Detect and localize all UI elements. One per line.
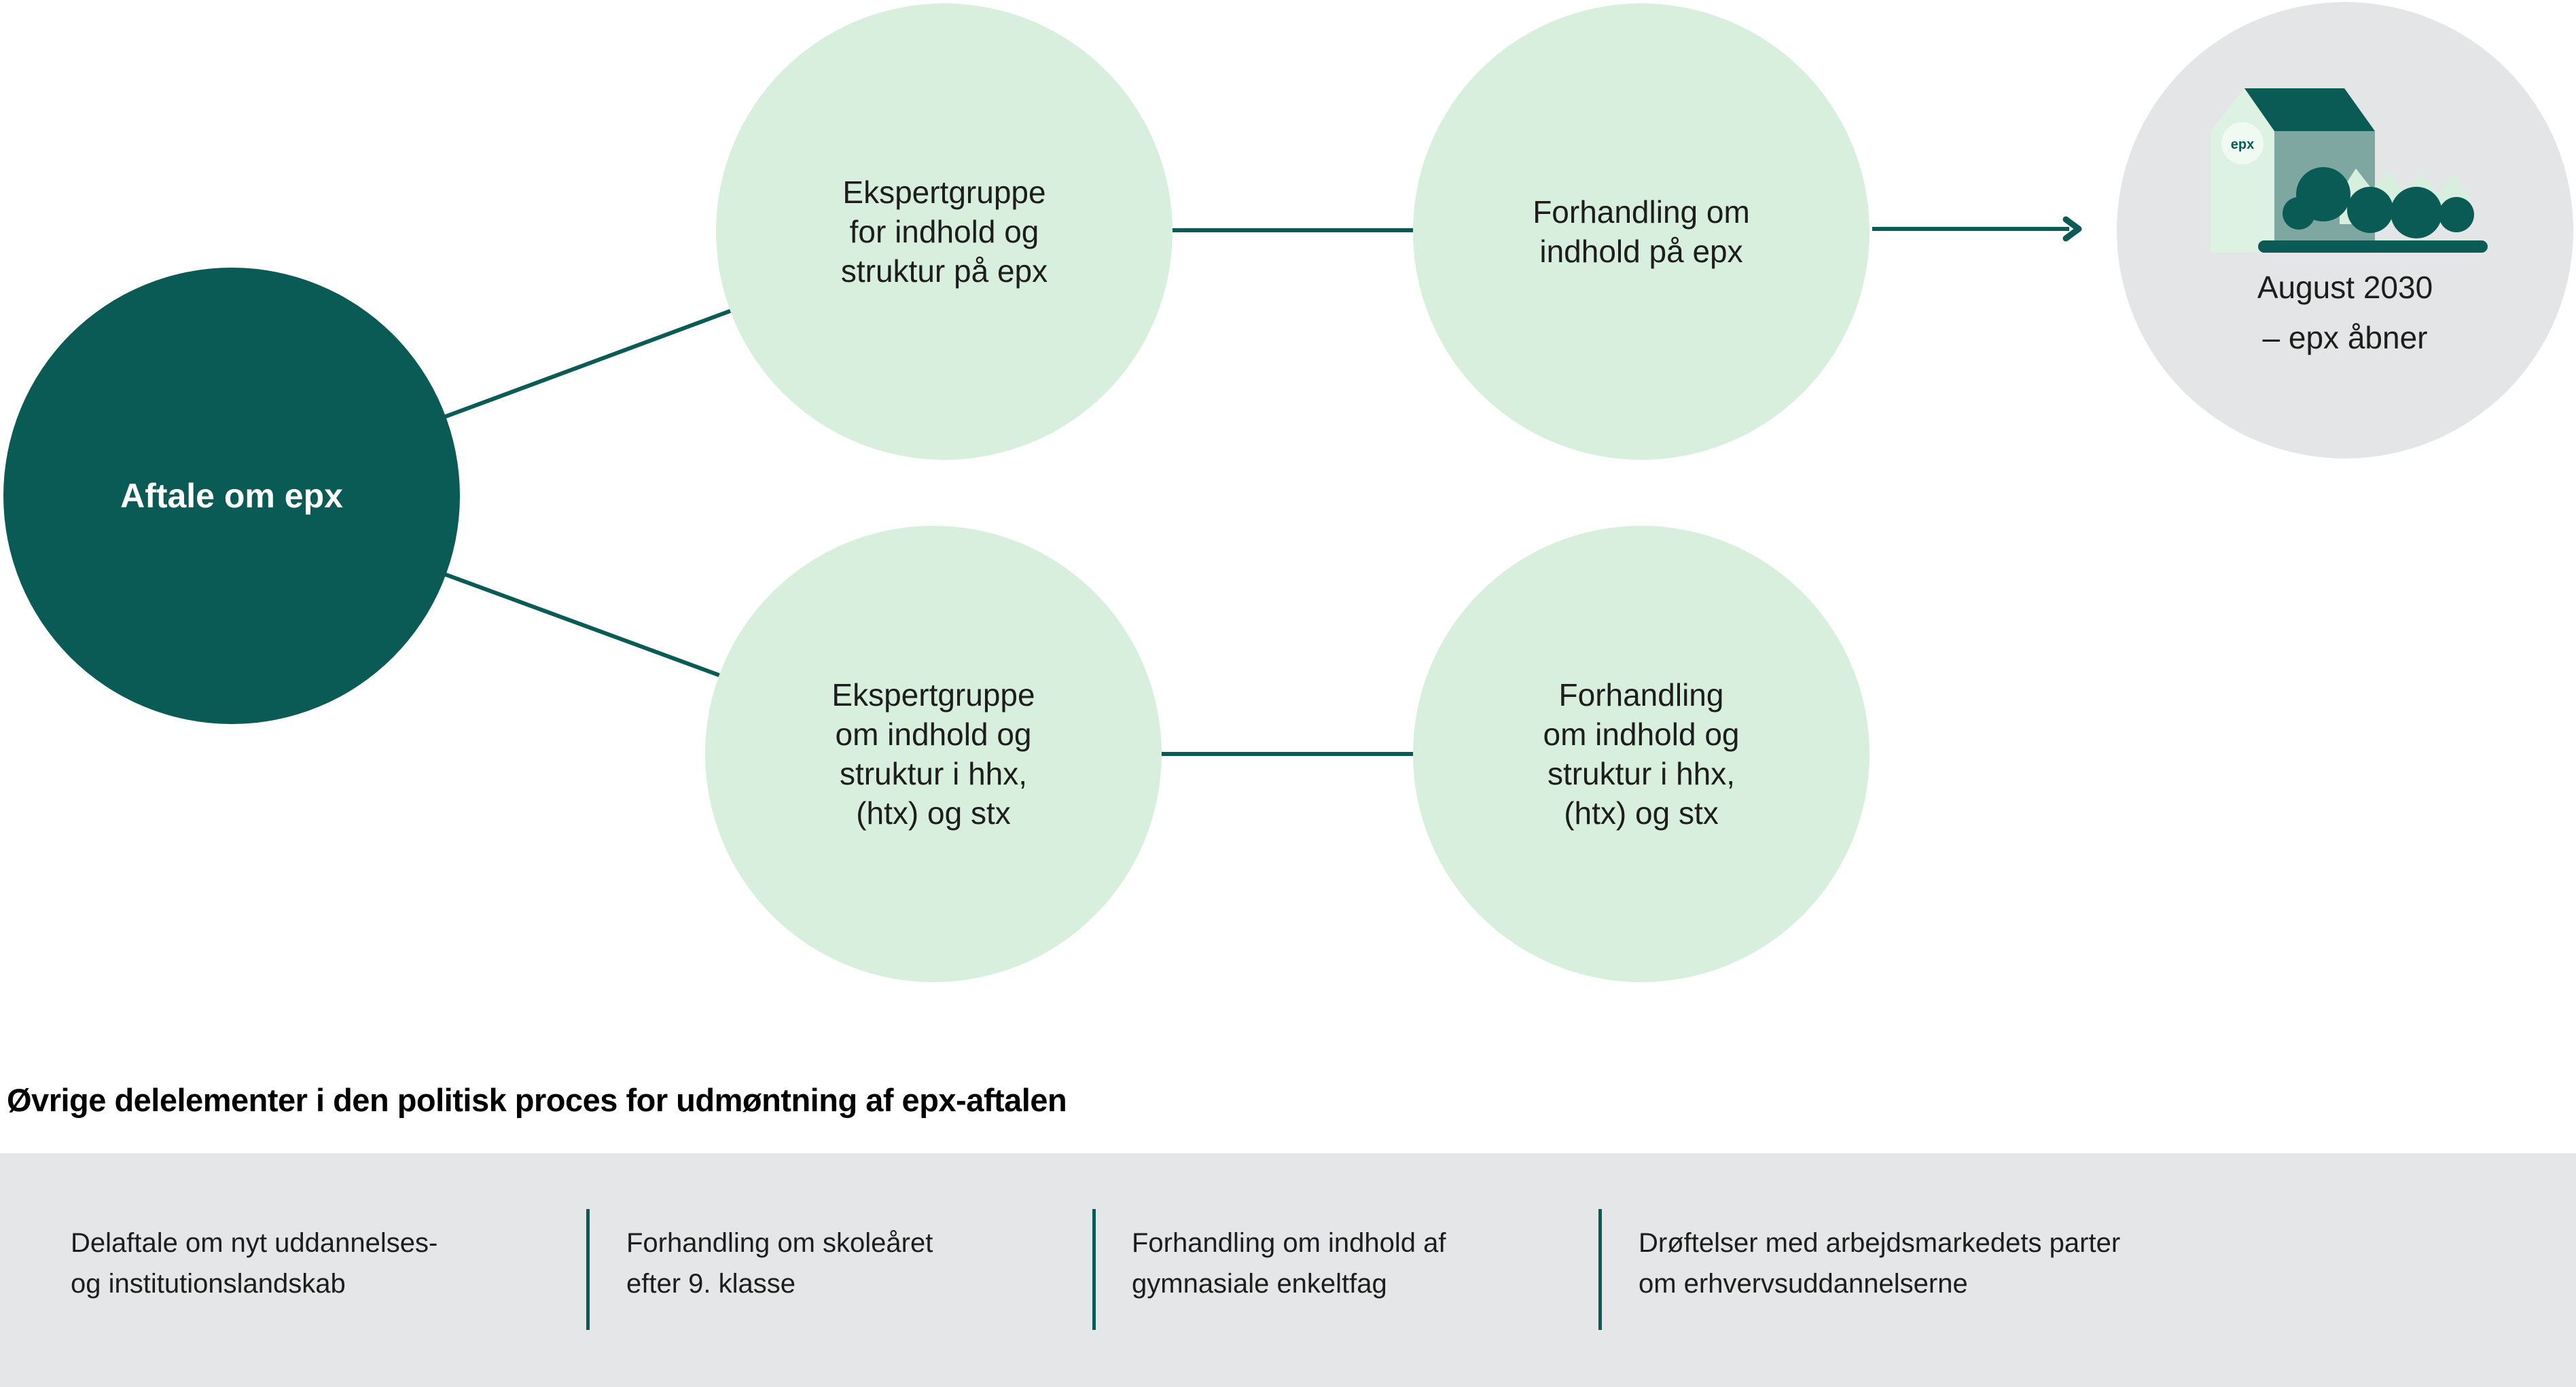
node-label: Forhandling om indhold på epx bbox=[1533, 192, 1750, 271]
node-label-line: Aftale om epx bbox=[120, 477, 343, 515]
footer-item-line: efter 9. klasse bbox=[626, 1269, 796, 1299]
footer-band: Delaftale om nyt uddannelses- og institu… bbox=[0, 1153, 2576, 1387]
footer-item: Drøftelser med arbejdsmarkedets parter o… bbox=[1639, 1223, 2120, 1304]
node-label: Aftale om epx bbox=[120, 476, 343, 516]
footer-item-line: Delaftale om nyt uddannelses- bbox=[71, 1228, 438, 1258]
footer-item-line: Drøftelser med arbejdsmarkedets parter bbox=[1639, 1228, 2121, 1258]
footer-divider bbox=[1598, 1209, 1602, 1330]
epx-badge bbox=[2221, 122, 2264, 164]
footer-item: Forhandling om skoleåret efter 9. klasse bbox=[626, 1223, 933, 1304]
building-icon: epx bbox=[2211, 88, 2488, 253]
node-label-line: Ekspertgruppe bbox=[842, 175, 1046, 210]
node-label: Ekspertgruppe for indhold og struktur på… bbox=[841, 173, 1048, 291]
epx-badge-label: epx bbox=[2231, 137, 2254, 152]
footer-item-line: Forhandling om indhold af bbox=[1132, 1228, 1446, 1258]
node-forhandling-hhx: Forhandling om indhold og struktur i hhx… bbox=[1413, 526, 1870, 982]
milestone-label-line: August 2030 bbox=[2257, 270, 2433, 305]
building-front-face bbox=[2211, 88, 2274, 253]
node-label-line: (htx) og stx bbox=[856, 795, 1011, 831]
node-forhandling-epx: Forhandling om indhold på epx bbox=[1413, 3, 1870, 460]
arrowhead-icon bbox=[2062, 216, 2082, 242]
node-label-line: (htx) og stx bbox=[1564, 795, 1719, 831]
node-ekspertgruppe-hhx: Ekspertgruppe om indhold og struktur i h… bbox=[705, 526, 1162, 982]
footer-item: Delaftale om nyt uddannelses- og institu… bbox=[71, 1223, 437, 1304]
footer-item-line: og institutionslandskab bbox=[71, 1269, 346, 1299]
milestone-label: August 2030 – epx åbner bbox=[2117, 262, 2573, 363]
node-label-line: om indhold og bbox=[1543, 717, 1740, 752]
footer-divider bbox=[586, 1209, 590, 1330]
node-label-line: for indhold og bbox=[849, 214, 1039, 249]
node-label: Forhandling om indhold og struktur i hhx… bbox=[1543, 675, 1740, 833]
node-label-line: Ekspertgruppe bbox=[831, 677, 1035, 713]
bushes-icon bbox=[2258, 167, 2488, 253]
node-aftale-om-epx: Aftale om epx bbox=[3, 268, 460, 724]
node-label-line: Forhandling bbox=[1558, 677, 1724, 713]
node-label-line: struktur på epx bbox=[840, 253, 1048, 289]
footer-item: Forhandling om indhold af gymnasiale enk… bbox=[1132, 1223, 1446, 1304]
node-august-2030: epx August 2030 – epx åbner bbox=[2117, 2, 2573, 458]
node-label-line: struktur i hhx, bbox=[839, 756, 1028, 791]
milestone-label-line: – epx åbner bbox=[2262, 320, 2428, 355]
footer-item-line: om erhvervsuddannelserne bbox=[1639, 1269, 1968, 1299]
node-label: Ekspertgruppe om indhold og struktur i h… bbox=[831, 675, 1035, 833]
ground-bar bbox=[2258, 240, 2488, 253]
footer-item-line: Forhandling om skoleåret bbox=[626, 1228, 933, 1258]
node-label-line: om indhold og bbox=[835, 717, 1032, 752]
footer-item-line: gymnasiale enkeltfag bbox=[1132, 1269, 1387, 1299]
node-label-line: indhold på epx bbox=[1539, 234, 1743, 269]
node-label-line: Forhandling om bbox=[1533, 194, 1750, 230]
node-label-line: struktur i hhx, bbox=[1547, 756, 1736, 791]
footer-divider bbox=[1092, 1209, 1096, 1330]
footer-heading: Øvrige delelementer i den politisk proce… bbox=[7, 1082, 1067, 1118]
node-ekspertgruppe-epx: Ekspertgruppe for indhold og struktur på… bbox=[716, 3, 1173, 460]
building-roof bbox=[2244, 88, 2375, 131]
